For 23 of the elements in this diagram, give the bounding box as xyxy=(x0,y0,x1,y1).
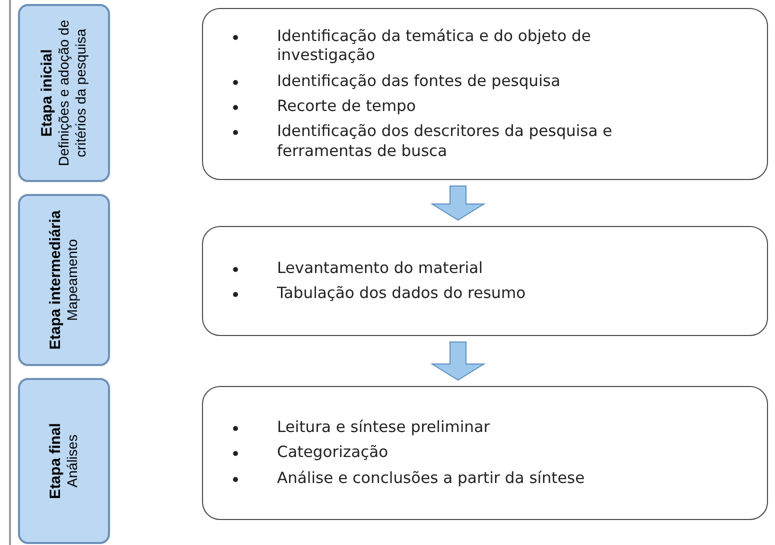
down-arrow xyxy=(430,186,486,221)
task-list-box xyxy=(202,226,768,336)
stage-subtitle: Análises xyxy=(64,434,81,488)
list-item: Análise e conclusões a partir da síntese xyxy=(277,468,585,488)
stage-title: Etapa intermediária xyxy=(47,210,64,350)
list-item: Categorização xyxy=(277,443,388,463)
stage-subtitle: Mapeamento xyxy=(64,239,81,321)
stage-title: Etapa final xyxy=(47,423,64,499)
list-item: Recorte de tempo xyxy=(277,97,416,116)
list-item: Tabulação dos dados do resumo xyxy=(277,284,526,304)
task-list-box xyxy=(202,8,768,180)
down-arrow xyxy=(430,342,486,381)
stage-tab xyxy=(18,4,110,182)
list-item: Levantamento do material xyxy=(277,258,483,278)
stage-tab xyxy=(18,378,110,544)
list-item: Identificação das fontes de pesquisa xyxy=(277,72,560,91)
stage-subtitle: Definições e adoção de critérios da pesquisa xyxy=(56,18,90,168)
stage-title: Etapa inicial xyxy=(38,49,56,137)
list-item: Identificação dos descritores da pesquisa e ferramentas de busca xyxy=(277,122,614,162)
task-list-box xyxy=(202,386,768,520)
list-item: Identificação da temática e do objeto de investigação xyxy=(277,26,592,66)
list-item: Leitura e síntese preliminar xyxy=(277,418,490,438)
stage-tab xyxy=(18,194,110,366)
